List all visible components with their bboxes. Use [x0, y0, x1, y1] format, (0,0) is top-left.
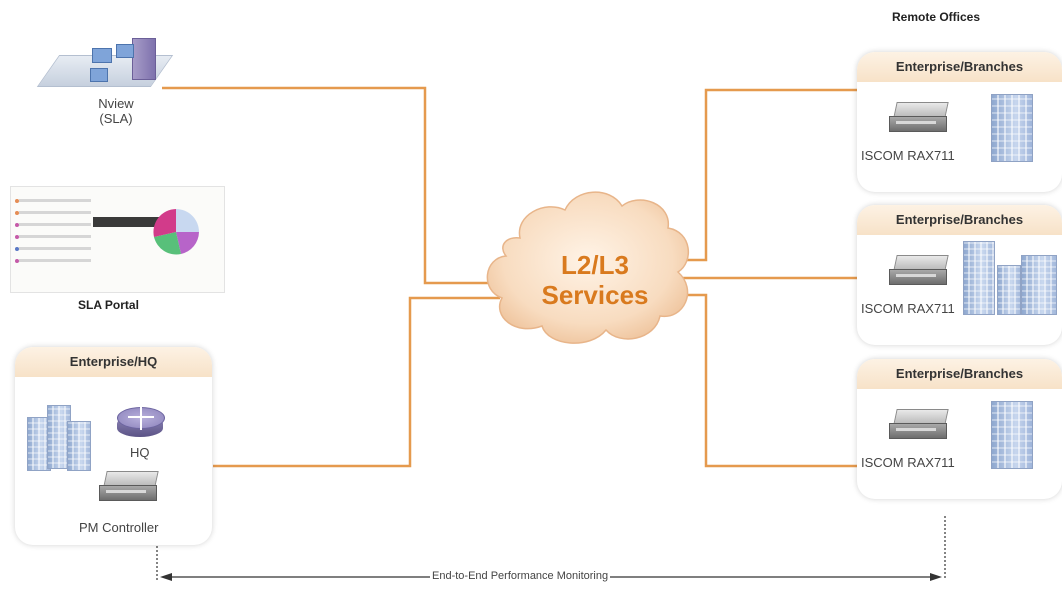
hq-panel: Enterprise/HQ HQ PM Controller	[15, 347, 212, 545]
router-icon	[117, 405, 165, 441]
hq-panel-header: Enterprise/HQ	[15, 347, 212, 377]
sla-portal-screenshot	[10, 186, 225, 293]
services-cloud-label: L2/L3 Services	[541, 250, 649, 310]
hq-router-label: HQ	[130, 445, 150, 460]
switch-icon	[889, 255, 949, 285]
building-icon	[991, 401, 1033, 469]
branch-panel-header: Enterprise/Branches	[857, 52, 1062, 82]
monitor-arrow-left	[160, 573, 172, 581]
switch-icon	[889, 102, 949, 132]
branch-panel: Enterprise/Branches ISCOM RAX711	[857, 205, 1062, 345]
device-label: ISCOM RAX711	[861, 148, 955, 163]
switch-icon	[889, 409, 949, 439]
monitor-arrow-right	[930, 573, 942, 581]
pm-controller-label: PM Controller	[79, 520, 159, 535]
sla-portal-label: SLA Portal	[78, 298, 139, 312]
link-hq	[213, 296, 500, 468]
device-label: ISCOM RAX711	[861, 455, 955, 470]
remote-offices-title: Remote Offices	[892, 10, 981, 24]
computer-icon	[116, 44, 134, 58]
pie-chart-icon	[153, 209, 199, 255]
building-icon	[991, 94, 1033, 162]
device-label: ISCOM RAX711	[861, 301, 955, 316]
branch-panel: Enterprise/Branches ISCOM RAX711	[857, 52, 1062, 192]
computer-icon	[92, 48, 112, 63]
server-icon	[132, 38, 156, 80]
portal-tooltip	[93, 217, 193, 227]
branch-panel: Enterprise/Branches ISCOM RAX711	[857, 359, 1062, 499]
computer-icon	[90, 68, 108, 82]
link-branch-1	[680, 88, 858, 262]
services-cloud	[486, 191, 690, 344]
pm-controller-switch-icon	[99, 471, 159, 501]
link-nview	[162, 86, 500, 285]
link-branch-3	[683, 293, 858, 468]
nview-label: Nview (SLA)	[98, 96, 134, 126]
branch-panel-header: Enterprise/Branches	[857, 359, 1062, 389]
monitoring-label: End-to-End Performance Monitoring	[430, 570, 611, 582]
branch-panel-header: Enterprise/Branches	[857, 205, 1062, 235]
